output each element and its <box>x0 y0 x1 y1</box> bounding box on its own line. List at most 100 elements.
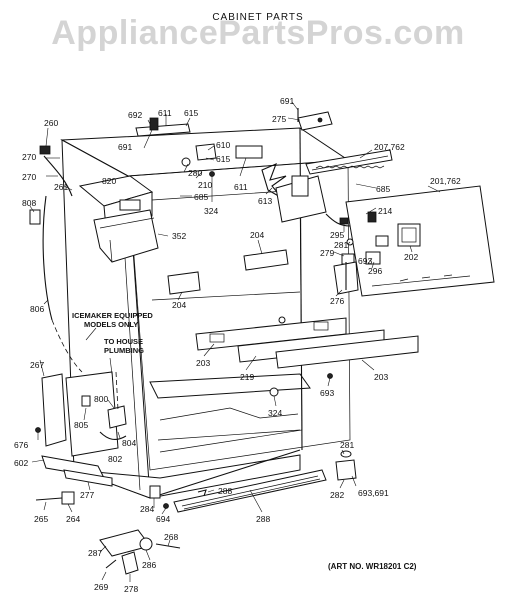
label-613: 613 <box>258 196 272 206</box>
label-610: 610 <box>216 140 230 150</box>
label-269: 269 <box>94 582 108 592</box>
diagram-title: CABINET PARTS <box>212 12 304 23</box>
shelf-support-204a <box>167 271 201 295</box>
label-270-b: 270 <box>22 172 36 182</box>
label-615: 615 <box>184 108 198 118</box>
plug-324 <box>269 387 279 397</box>
wheel-286 <box>139 537 153 551</box>
fill-tube <box>43 155 73 197</box>
label-611: 611 <box>158 108 172 118</box>
label-276: 276 <box>330 296 344 306</box>
water-valve-assembly <box>65 371 127 457</box>
label-288-b: 288 <box>256 514 270 524</box>
label-204-b: 204 <box>250 230 264 240</box>
label-270: 270 <box>22 152 36 162</box>
label-202: 202 <box>404 252 418 262</box>
screw-694 <box>163 503 169 509</box>
label-352: 352 <box>172 231 186 241</box>
icemaker-assembly <box>78 175 159 263</box>
wire-harness <box>325 213 351 227</box>
water-line-dashed <box>51 319 83 373</box>
divider-203b <box>275 335 419 369</box>
label-615-b: 615 <box>216 154 230 164</box>
label-207-762: 207,762 <box>374 142 405 152</box>
label-692: 692 <box>128 110 142 120</box>
panel-267 <box>41 373 67 447</box>
label-280: 280 <box>188 168 202 178</box>
label-214: 214 <box>378 206 392 216</box>
label-804: 804 <box>122 438 136 448</box>
label-287: 287 <box>88 548 102 558</box>
label-281-b: 281 <box>340 440 354 450</box>
label-278: 278 <box>124 584 138 594</box>
label-820: 820 <box>102 176 116 186</box>
bracket-282 <box>335 459 357 481</box>
label-685: 685 <box>194 192 208 202</box>
label-808: 808 <box>22 198 36 208</box>
fitting-260 <box>39 145 51 155</box>
part-808 <box>29 209 41 225</box>
label-260: 260 <box>44 118 58 128</box>
label-693-691: 693,691 <box>358 488 389 498</box>
label-802: 802 <box>108 454 122 464</box>
nut-281 <box>340 450 352 458</box>
label-268: 268 <box>164 532 178 542</box>
label-219: 219 <box>240 372 254 382</box>
label-204: 204 <box>172 300 186 310</box>
clip-288 <box>197 489 207 497</box>
note-house-line1: TO HOUSE <box>104 337 143 346</box>
label-264: 264 <box>66 514 80 524</box>
label-284: 284 <box>140 504 154 514</box>
label-806: 806 <box>30 304 44 314</box>
part-284 <box>149 485 161 499</box>
control-panel-201 <box>345 185 495 297</box>
shelf-support-204b <box>243 249 289 271</box>
label-691: 691 <box>280 96 294 106</box>
note-house-line2: PLUMBING <box>104 346 144 355</box>
part-number-labels: 691 275 692 611 615 691 610 615 207,762 … <box>14 96 461 594</box>
label-201-762: 201,762 <box>430 176 461 186</box>
label-611-b: 611 <box>234 182 248 192</box>
roller-264 <box>61 491 75 505</box>
note-icemaker-line2: MODELS ONLY <box>84 320 138 329</box>
top-hinge-275 <box>297 108 333 131</box>
connector-295 <box>339 217 349 225</box>
label-602: 602 <box>14 458 28 468</box>
label-324: 324 <box>204 206 218 216</box>
rail-277 <box>63 469 113 487</box>
note-icemaker-line1: ICEMAKER EQUIPPED <box>72 311 153 320</box>
label-324-b: 324 <box>268 408 282 418</box>
label-805: 805 <box>74 420 88 430</box>
fan-and-duct-assembly <box>261 149 393 223</box>
screw-693 <box>327 373 333 379</box>
screw-676 <box>35 427 41 433</box>
label-288: 288 <box>218 486 232 496</box>
label-282: 282 <box>330 490 344 500</box>
label-265: 265 <box>34 514 48 524</box>
label-281: 281 <box>334 240 348 250</box>
label-694: 694 <box>156 514 170 524</box>
label-295: 295 <box>330 230 344 240</box>
art-number: (ART NO. WR18201 C2) <box>328 562 417 571</box>
label-693-b: 693 <box>320 388 334 398</box>
label-691-b: 691 <box>118 142 132 152</box>
label-203-b: 203 <box>374 372 388 382</box>
label-267: 267 <box>30 360 44 370</box>
label-685-b: 685 <box>376 184 390 194</box>
label-286: 286 <box>142 560 156 570</box>
label-800: 800 <box>94 394 108 404</box>
label-203: 203 <box>196 358 210 368</box>
label-693: 693 <box>358 256 372 266</box>
label-676: 676 <box>14 440 28 450</box>
label-277: 277 <box>80 490 94 500</box>
bolt-265 <box>35 497 63 501</box>
label-210: 210 <box>198 180 212 190</box>
screw-269 <box>105 559 117 569</box>
label-261: 261 <box>54 182 68 192</box>
label-296: 296 <box>368 266 382 276</box>
label-279: 279 <box>320 248 334 258</box>
leader-lines <box>29 101 441 582</box>
caster-278 <box>121 551 139 575</box>
